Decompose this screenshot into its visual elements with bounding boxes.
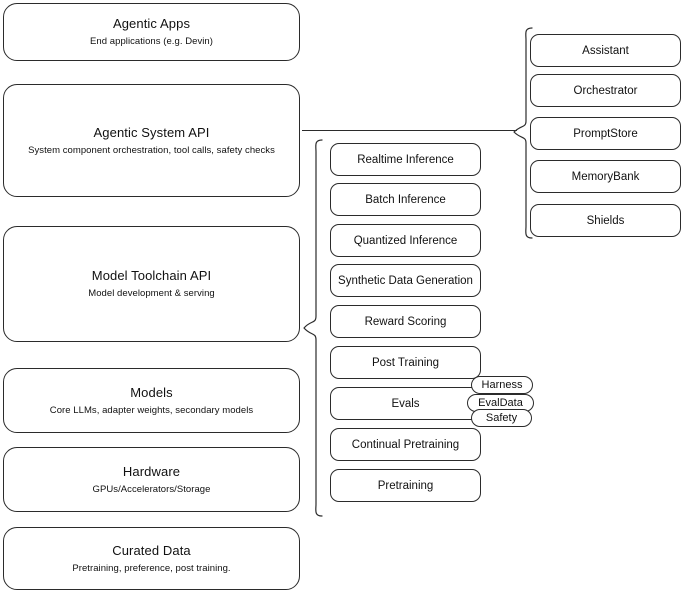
layer-title: Models: [130, 384, 173, 400]
system-component-box-assistant[interactable]: Assistant: [530, 34, 681, 67]
capability-box-realtime-inference[interactable]: Realtime Inference: [330, 143, 481, 176]
layer-title: Hardware: [122, 463, 181, 479]
eval-tag-harness[interactable]: Harness: [471, 376, 533, 394]
capability-box-post-training[interactable]: Post Training: [330, 346, 481, 379]
capability-box-pretraining[interactable]: Pretraining: [330, 469, 481, 502]
capability-box-batch-inference[interactable]: Batch Inference: [330, 183, 481, 216]
system-component-box-memorybank[interactable]: MemoryBank: [530, 160, 681, 193]
layer-box-hardware[interactable]: Hardware GPUs/Accelerators/Storage: [3, 447, 300, 512]
layer-box-model-toolchain-api[interactable]: Model Toolchain API Model development & …: [3, 226, 300, 342]
system-component-box-orchestrator[interactable]: Orchestrator: [530, 74, 681, 107]
capability-box-reward-scoring[interactable]: Reward Scoring: [330, 305, 481, 338]
system-component-box-promptstore[interactable]: PromptStore: [530, 117, 681, 150]
eval-tag-safety[interactable]: Safety: [471, 409, 532, 427]
layer-box-agentic-system-api[interactable]: Agentic System API System component orch…: [3, 84, 300, 197]
capability-box-evals[interactable]: Evals: [330, 387, 481, 420]
layer-subtitle: Core LLMs, adapter weights, secondary mo…: [49, 404, 254, 416]
layer-subtitle: Pretraining, preference, post training.: [72, 562, 231, 574]
layer-subtitle: Model development & serving: [88, 288, 215, 299]
layer-title: Agentic Apps: [112, 16, 191, 31]
capability-box-synthetic-data-generation[interactable]: Synthetic Data Generation: [330, 264, 481, 297]
layer-title: Curated Data: [112, 542, 191, 558]
layer-box-curated-data[interactable]: Curated Data Pretraining, preference, po…: [3, 527, 300, 590]
layer-title: Agentic System API: [93, 124, 210, 140]
layer-subtitle: System component orchestration, tool cal…: [28, 144, 275, 156]
layer-box-agentic-apps[interactable]: Agentic Apps End applications (e.g. Devi…: [3, 3, 300, 61]
brace-agentic-system-components: [512, 26, 534, 240]
capability-box-quantized-inference[interactable]: Quantized Inference: [330, 224, 481, 257]
layer-subtitle: GPUs/Accelerators/Storage: [92, 483, 211, 495]
capability-box-continual-pretraining[interactable]: Continual Pretraining: [330, 428, 481, 461]
layer-subtitle: End applications (e.g. Devin): [90, 36, 213, 47]
brace-model-toolchain-capabilities: [302, 138, 324, 518]
layer-title: Model Toolchain API: [91, 268, 212, 283]
system-component-box-shields[interactable]: Shields: [530, 204, 681, 237]
connector-system-api-to-components: [302, 130, 517, 132]
layer-box-models[interactable]: Models Core LLMs, adapter weights, secon…: [3, 368, 300, 433]
